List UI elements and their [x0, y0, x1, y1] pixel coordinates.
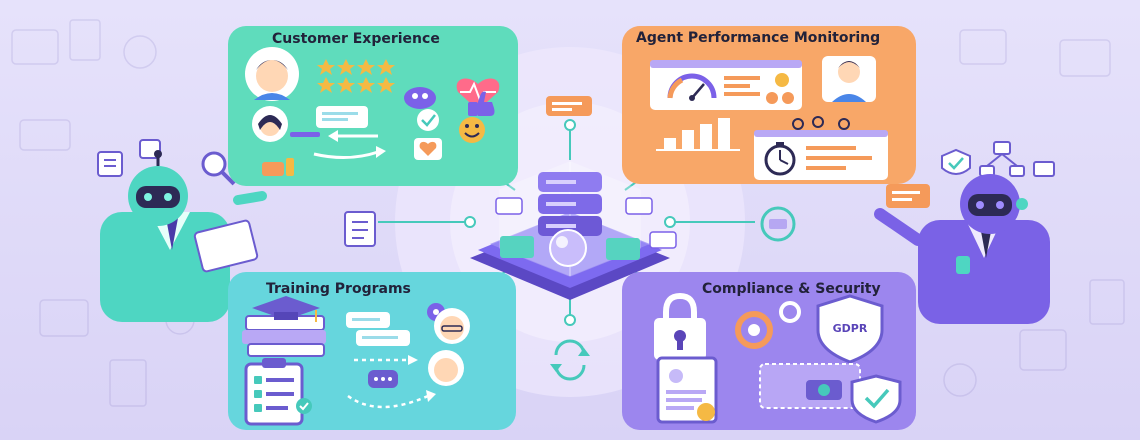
customer-experience-illustration — [245, 47, 500, 176]
checklist-doc-icon — [344, 211, 376, 247]
avatar — [252, 106, 288, 142]
avatar — [434, 308, 470, 344]
sync-icon — [760, 206, 796, 242]
float-card-left — [495, 197, 523, 215]
books-icon — [242, 315, 326, 357]
emoji-bubble-icon — [404, 87, 436, 109]
clipboard-icon — [244, 358, 312, 426]
avatar — [822, 56, 876, 102]
star-icon — [317, 59, 395, 93]
platform-card-left — [500, 236, 534, 258]
magnifier-icon — [201, 151, 236, 186]
panel-title-customer-experience: Customer Experience — [272, 31, 440, 47]
padlock-icon — [654, 292, 706, 360]
float-card-right-2 — [649, 231, 677, 249]
crystal-sphere — [549, 229, 587, 267]
clipboard-icon — [97, 151, 123, 177]
gear-icon — [792, 116, 850, 130]
chat-bubble-icon — [546, 96, 592, 116]
shield-icon — [941, 148, 971, 175]
avatar — [428, 350, 464, 386]
robot-icon — [100, 150, 267, 322]
shield-icon — [850, 374, 902, 424]
gdpr-label: GDPR — [833, 322, 868, 335]
panel-customer-experience: Customer Experience — [228, 26, 518, 186]
heart-card-icon — [414, 138, 442, 160]
bar-chart-icon — [656, 118, 740, 151]
refresh-icon — [550, 339, 590, 381]
arrow-curve — [313, 150, 379, 160]
panel-title-training-programs: Training Programs — [266, 281, 411, 297]
dashed-arrow-curve — [347, 394, 429, 409]
graduation-cap-icon — [252, 296, 320, 322]
medal-icon — [766, 73, 794, 104]
panel-training-programs: Training Programs — [228, 272, 516, 430]
gdpr-shield-icon: GDPR — [816, 294, 884, 364]
gauge-icon — [667, 73, 717, 101]
typing-bubble-icon — [368, 370, 398, 388]
panel-agent-performance-monitoring: Agent Performance Monitoring — [622, 26, 916, 184]
dashboard-window — [650, 60, 802, 110]
network-hierarchy-icon — [979, 141, 1055, 177]
thumbs-up-icon — [468, 91, 495, 116]
chat-bubble-icon — [886, 184, 930, 208]
avatar — [245, 47, 299, 101]
certificate-icon — [656, 356, 718, 424]
stopwatch-icon — [764, 142, 796, 176]
database-server-icon — [538, 172, 602, 236]
agent-performance-illustration — [650, 56, 888, 180]
gear-icon — [735, 301, 801, 349]
panel-title-compliance-security: Compliance & Security — [702, 281, 881, 297]
training-programs-illustration — [242, 296, 470, 426]
smiley-icon — [459, 117, 485, 143]
check-bubble-icon — [417, 109, 439, 131]
thumbs-up-icon — [262, 158, 294, 176]
stopwatch-card — [754, 130, 888, 180]
robot-icon — [874, 174, 1050, 324]
compliance-security-illustration: GDPR — [654, 292, 902, 424]
platform-card-right — [606, 238, 640, 260]
panel-title-agent-performance: Agent Performance Monitoring — [636, 30, 881, 46]
panel-compliance-security: GDPR Compliance & Security — [622, 272, 916, 430]
float-card-right — [625, 197, 653, 215]
chat-card — [316, 106, 368, 128]
